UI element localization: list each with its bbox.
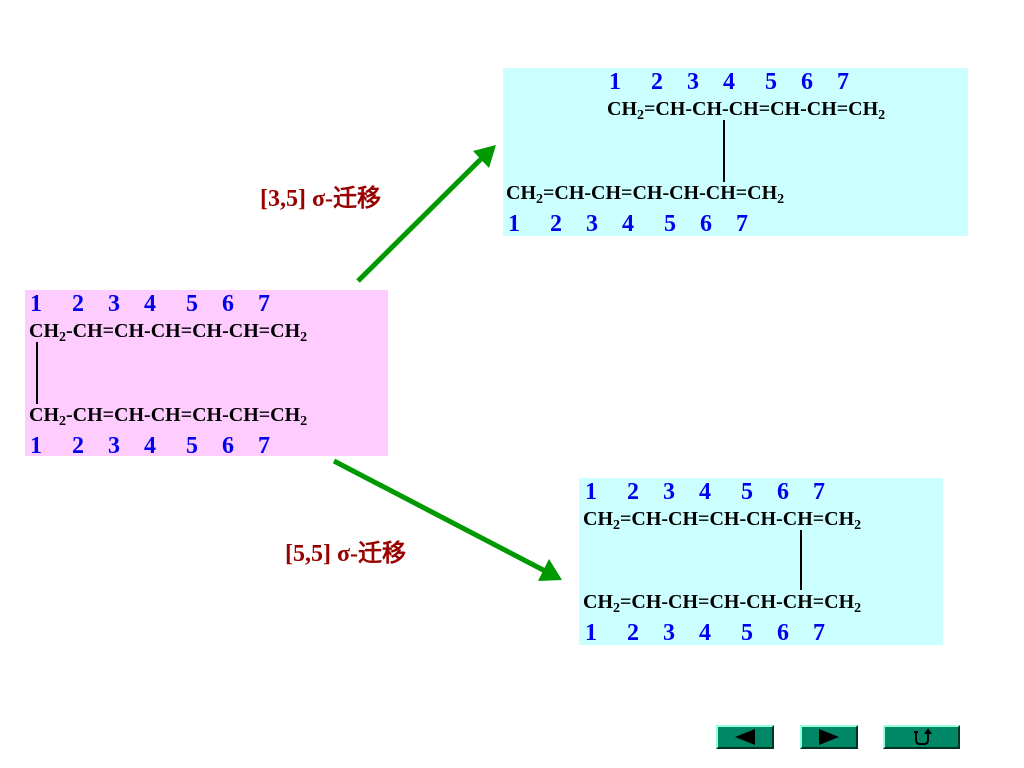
- arrow-to-product-55: [332, 458, 562, 581]
- starting-compound-box: 1 2 3 4 5 6 7 CH2-CH=CH-CH=CH-CH=CH2 CH2…: [25, 290, 388, 459]
- formula-top: CH2-CH=CH-CH=CH-CH=CH2: [29, 320, 308, 345]
- carbon-numbers-top: 1 2 3 4 5 6 7: [609, 69, 849, 95]
- sigma-bond-line: [800, 530, 802, 590]
- sigma-bond-line: [36, 342, 38, 404]
- triangle-right-icon: [819, 729, 839, 745]
- carbon-numbers-top: 1 2 3 4 5 6 7: [30, 291, 270, 317]
- label-35-sigma-shift: [3,5] σ-迁移: [260, 186, 382, 212]
- formula-bottom: CH2=CH-CH=CH-CH-CH=CH2: [583, 591, 862, 616]
- carbon-numbers-bottom: 1 2 3 4 5 6 7: [508, 211, 748, 237]
- next-button[interactable]: [800, 725, 858, 749]
- triangle-left-icon: [735, 729, 755, 745]
- formula-bottom: CH2-CH=CH-CH=CH-CH=CH2: [29, 404, 308, 429]
- formula-top: CH2=CH-CH=CH-CH-CH=CH2: [583, 508, 862, 533]
- formula-bottom: CH2=CH-CH=CH-CH-CH=CH2: [506, 182, 785, 207]
- return-button[interactable]: [883, 725, 960, 749]
- product-35-box: 1 2 3 4 5 6 7 CH2=CH-CH-CH=CH-CH=CH2 CH2…: [503, 68, 968, 236]
- carbon-numbers-bottom: 1 2 3 4 5 6 7: [585, 620, 825, 646]
- previous-button[interactable]: [716, 725, 774, 749]
- return-arrow-icon: [914, 728, 932, 745]
- carbon-numbers-top: 1 2 3 4 5 6 7: [585, 479, 825, 505]
- label-55-sigma-shift: [5,5] σ-迁移: [285, 541, 407, 567]
- sigma-bond-line: [723, 120, 725, 182]
- product-55-box: 1 2 3 4 5 6 7 CH2=CH-CH=CH-CH-CH=CH2 CH2…: [579, 478, 943, 645]
- arrow-to-product-35: [356, 145, 496, 283]
- formula-top: CH2=CH-CH-CH=CH-CH=CH2: [607, 98, 886, 123]
- carbon-numbers-bottom: 1 2 3 4 5 6 7: [30, 433, 270, 459]
